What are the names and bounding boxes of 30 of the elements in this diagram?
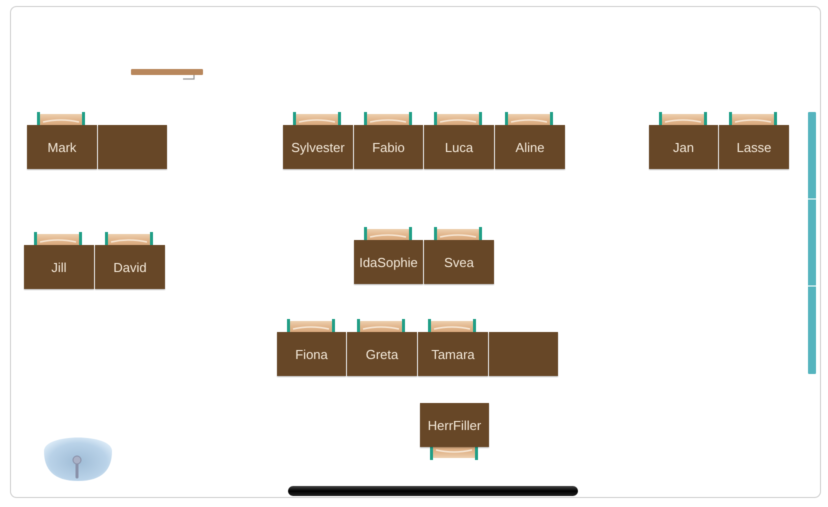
name-label: Mark — [48, 140, 76, 154]
desk — [424, 125, 494, 169]
desk — [649, 125, 718, 169]
desk — [347, 332, 417, 376]
name-label: IdaSophie — [359, 254, 418, 270]
desk — [277, 332, 346, 376]
name-label: Luca — [444, 140, 474, 154]
desk — [424, 240, 494, 284]
name-label: Sylvester — [291, 140, 345, 154]
name-label: Tamara — [431, 346, 475, 362]
teacher-desk — [420, 403, 489, 447]
desk — [354, 125, 423, 169]
desk — [418, 332, 488, 376]
name-label: Jill — [51, 260, 67, 274]
name-label: HerrFiller — [428, 418, 482, 432]
name-label: Fiona — [295, 346, 328, 362]
desk — [95, 245, 165, 289]
name-label: David — [113, 260, 147, 274]
desk — [24, 245, 94, 289]
name-label: Aline — [516, 140, 544, 154]
desk — [719, 125, 789, 169]
desk — [354, 240, 423, 284]
name-label: Lasse — [736, 140, 772, 154]
name-label: Jan — [673, 140, 694, 154]
desk — [283, 125, 353, 169]
desk — [27, 125, 97, 169]
name-label: Fabio — [372, 140, 405, 154]
desk — [495, 125, 565, 169]
name-label: Svea — [444, 254, 474, 270]
name-label: Greta — [366, 346, 398, 362]
